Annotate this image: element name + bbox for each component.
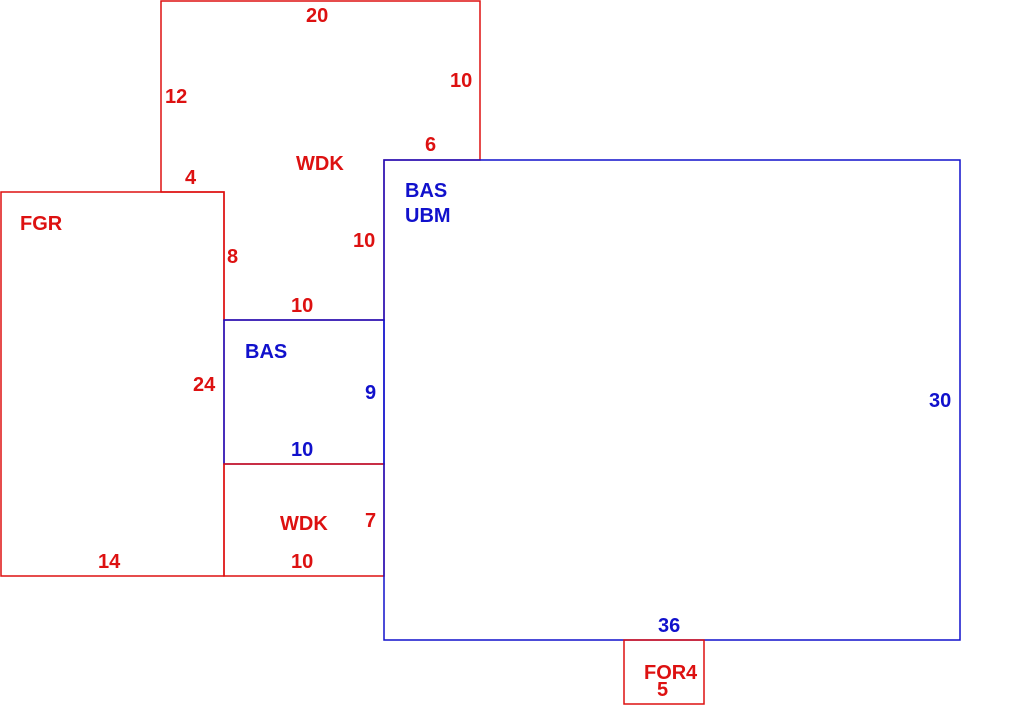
dim-wdk-upper-left: 12 bbox=[165, 86, 187, 108]
dim-bas-main-right: 30 bbox=[929, 390, 951, 412]
dim-bas-small-bottom: 10 bbox=[291, 439, 313, 461]
dim-fgr-right: 24 bbox=[193, 374, 216, 396]
dim-wdk-lower-right: 7 bbox=[365, 510, 376, 532]
outline-fgr bbox=[0, 191, 225, 577]
dim-wdk-upper-step: 6 bbox=[425, 134, 436, 156]
outline-for bbox=[623, 639, 705, 705]
dim-for-right: 4 bbox=[686, 662, 698, 684]
dim-wdk-upper-right: 10 bbox=[450, 70, 472, 92]
dim-for-bottom: 5 bbox=[657, 679, 668, 701]
dim-fgr-bottom: 14 bbox=[98, 551, 121, 573]
dim-wdk-upper-inner: 10 bbox=[353, 230, 375, 252]
area-label-fgr: FGR bbox=[20, 213, 63, 235]
area-label-for: FOR bbox=[644, 662, 687, 684]
area-sublabel-ubm: UBM bbox=[405, 205, 451, 227]
dim-wdk-upper-notch: 4 bbox=[185, 167, 197, 189]
dim-wdk-upper-top: 20 bbox=[306, 5, 328, 27]
outline-bas-main bbox=[383, 159, 961, 641]
dim-wdk-upper-side: 8 bbox=[227, 246, 238, 268]
dim-bas-main-bottom: 36 bbox=[658, 615, 680, 637]
area-label-bas-small: BAS bbox=[245, 341, 287, 363]
area-label-bas-main: BAS bbox=[405, 180, 447, 202]
area-label-wdk-upper: WDK bbox=[296, 153, 344, 175]
dim-bas-small-right: 9 bbox=[365, 382, 376, 404]
dim-wdk-lower-bottom: 10 bbox=[291, 551, 313, 573]
dim-wdk-upper-bottom: 10 bbox=[291, 295, 313, 317]
area-label-wdk-lower: WDK bbox=[280, 513, 328, 535]
